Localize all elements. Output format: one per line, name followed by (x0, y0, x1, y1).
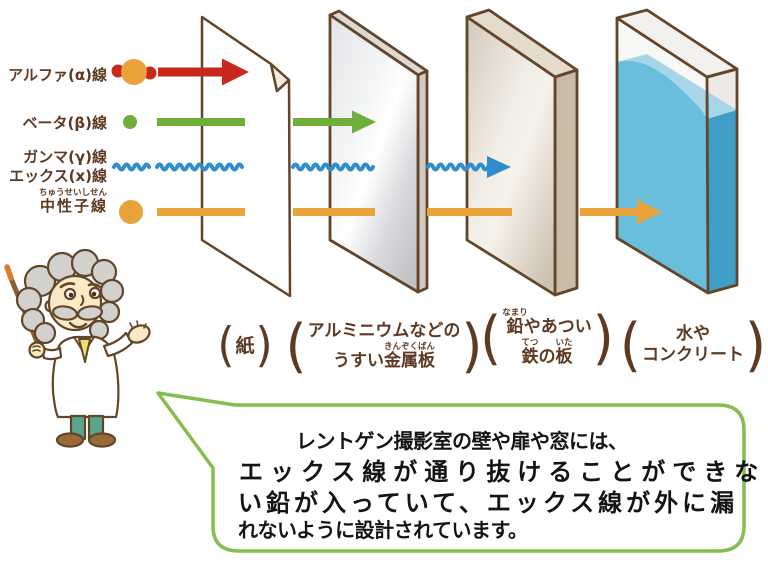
neutron-particle (119, 200, 143, 224)
paren-close: ) (461, 311, 483, 380)
material-label-paper: ( 紙 ) (217, 317, 273, 373)
bubble-line-4: れないように設計されています。 (238, 520, 528, 542)
shoe-right (87, 432, 117, 448)
beta-ray-arrow (123, 110, 376, 134)
material-label-lead-iron: ( 鉛なまりやあつい 鉄てつの板いた ) (480, 303, 614, 372)
material-label-metal: ( アルミニウムなどの うすい金属板きんぞくばん ) (285, 311, 483, 380)
speech-bubble (156, 391, 746, 553)
sleeve-left (102, 331, 134, 358)
bubble-line-3: い鉛が入っていて、エックス線が外に漏 (238, 491, 739, 517)
paren-open: ( (217, 317, 235, 373)
alpha-particle (111, 59, 157, 85)
metal-panel (328, 9, 429, 294)
paper-fold-corner (269, 62, 291, 93)
paren-close: ) (745, 310, 767, 379)
bubble-line-1: レントゲン撮影室の壁や扉や窓には、 (296, 431, 628, 453)
water-side (707, 110, 737, 293)
scientist-character (4, 248, 151, 448)
gamma-xray-arrow (112, 156, 511, 178)
paren-close: ) (592, 303, 614, 372)
paren-open: ( (619, 310, 641, 379)
shoe-left (55, 432, 85, 448)
mustache (51, 305, 104, 321)
paren-close: ) (255, 317, 273, 373)
paper-panel (200, 15, 292, 298)
alpha-ray-label: アルファ(α)線 (8, 66, 107, 84)
mouth (68, 321, 88, 329)
pointer-stick-tip (4, 264, 14, 281)
beta-ray-label: ベータ(β)線 (22, 114, 107, 132)
gamma-label-line: ガンマ(γ)線 (23, 148, 107, 166)
water-tank (615, 8, 739, 295)
alpha-ray-arrow (111, 58, 249, 86)
nose (80, 295, 85, 306)
bubble-line-2: エックス線が通り抜けることができな (239, 460, 766, 486)
lab-coat (51, 335, 120, 419)
neutron-ray-arrow (119, 199, 662, 225)
eyebrow-left (59, 282, 76, 289)
open-hand (127, 324, 151, 344)
xray-label-line: エックス(x)線 (9, 167, 107, 185)
sleeve-right (40, 345, 63, 361)
paren-open: ( (480, 303, 502, 372)
tie (78, 338, 91, 363)
material-label-water-concrete: ( 水や コンクリート ) (619, 310, 767, 379)
neutron-ray-label: 中性子線ちゅうせいしせん (38, 188, 107, 215)
paren-open: ( (285, 311, 307, 380)
lead-panel (465, 8, 579, 297)
beta-particle (123, 115, 137, 129)
eyebrow-right (87, 283, 102, 289)
water-front (617, 60, 708, 293)
gamma-xray-label: ガンマ(γ)線 エックス(x)線 (9, 148, 107, 186)
